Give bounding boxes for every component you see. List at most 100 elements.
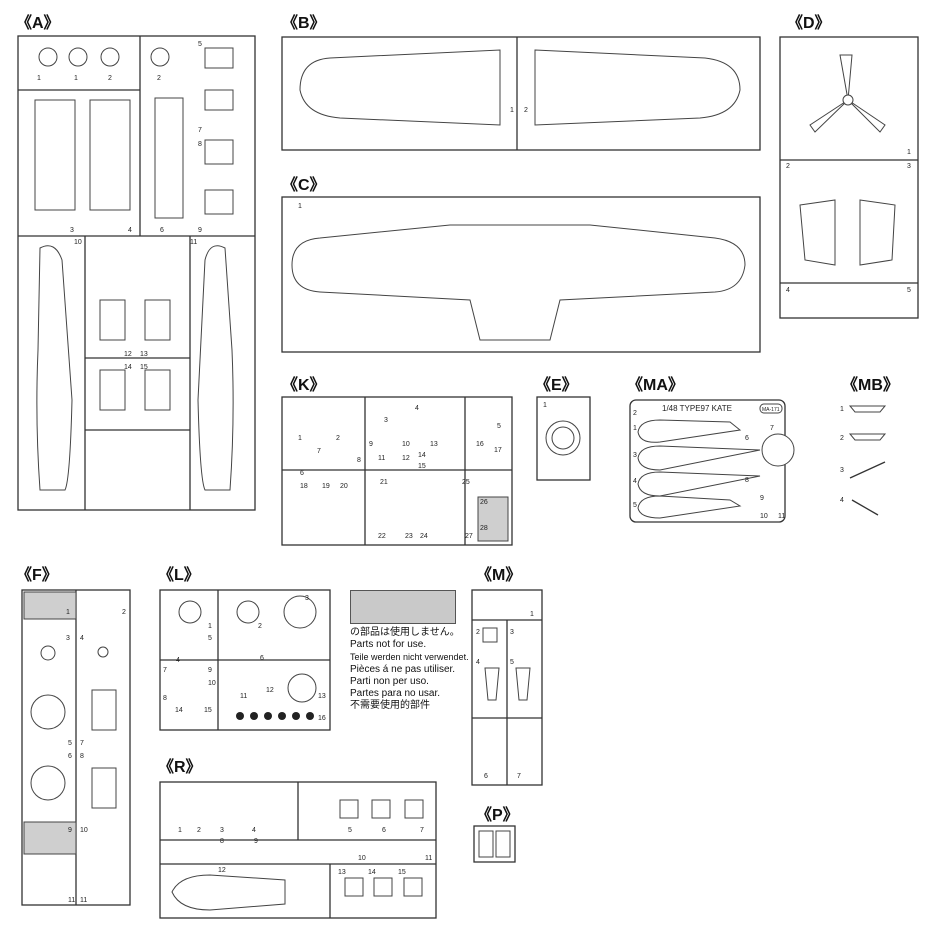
part-number: 7 [198, 127, 202, 134]
part-number: 6 [68, 753, 72, 760]
part-number: 1 [530, 611, 534, 618]
part-number: 2 [197, 827, 201, 834]
part-number: 10 [760, 513, 768, 520]
sprue-l-label: 《L》 [158, 566, 200, 584]
sprue-r-label: 《R》 [158, 758, 202, 776]
part-number: 16 [318, 715, 326, 722]
part-number: 6 [300, 470, 304, 477]
part-number: 1 [37, 75, 41, 82]
sprue-p-label: 《P》 [476, 806, 519, 824]
part-number: 8 [220, 838, 224, 845]
part-number: 10 [74, 239, 82, 246]
part-number: 9 [68, 827, 72, 834]
part-number: 10 [358, 855, 366, 862]
part-number: 3 [840, 467, 844, 474]
part-number: 12 [124, 351, 132, 358]
l-wheel-row [236, 712, 314, 720]
part-number: 7 [163, 667, 167, 674]
part-number: 11 [240, 693, 247, 700]
part-number: 17 [494, 447, 502, 454]
part-number: 8 [163, 695, 167, 702]
legend-line-es: Partes para no usar. [350, 688, 441, 700]
legend-line-ja: の部品は使用しません。 [350, 627, 460, 638]
legend-line-it: Parti non per uso. [350, 675, 429, 687]
part-number: 6 [382, 827, 386, 834]
part-number: 23 [405, 533, 413, 540]
part-number: 12 [402, 455, 410, 462]
part-number: 14 [418, 452, 426, 459]
part-number: 4 [415, 405, 419, 412]
sprue-ma-label: 《MA》 [627, 376, 684, 394]
part-number: 4 [128, 227, 132, 234]
part-number: 19 [322, 483, 330, 490]
part-number: 4 [252, 827, 256, 834]
part-number: 5 [907, 287, 911, 294]
sprue-c-label: 《C》 [282, 176, 326, 194]
part-number: 15 [418, 463, 426, 470]
part-number: 1 [543, 402, 547, 409]
sprue-mb-label: 《MB》 [842, 376, 899, 394]
part-number: 5 [198, 41, 202, 48]
part-number: 4 [840, 497, 844, 504]
part-number: 2 [108, 75, 112, 82]
part-number: 1 [208, 623, 212, 630]
part-number: 13 [338, 869, 346, 876]
legend-line-en: Parts not for use. [350, 639, 427, 651]
part-number: 6 [260, 655, 264, 662]
part-number: 9 [369, 441, 373, 448]
part-number: 5 [68, 740, 72, 747]
part-number: 9 [208, 667, 212, 674]
part-number: 16 [476, 441, 484, 448]
part-number: 10 [208, 680, 216, 687]
part-number: 12 [266, 687, 274, 694]
part-number: 14 [175, 707, 183, 714]
part-number: 2 [840, 435, 844, 442]
part-number: 7 [420, 827, 424, 834]
part-number: 11 [425, 855, 432, 862]
part-number: 9 [254, 838, 258, 845]
part-number: 6 [745, 435, 749, 442]
part-number: 2 [633, 410, 637, 417]
part-number: 10 [80, 827, 88, 834]
part-number: 1 [633, 425, 637, 432]
part-number: 24 [420, 533, 428, 540]
legend-line-fr: Pièces á ne pas utiliser. [350, 663, 456, 675]
sprue-f-label: 《F》 [16, 566, 58, 584]
part-number: 25 [462, 479, 470, 486]
part-number: 4 [80, 635, 84, 642]
part-number: 18 [300, 483, 308, 490]
part-number: 1/48 TYPE97 KATE [662, 404, 732, 413]
part-number: 15 [204, 707, 212, 714]
part-number: 4 [176, 657, 180, 664]
part-number: 5 [208, 635, 212, 642]
part-number: 11 [378, 455, 385, 462]
part-number: 8 [198, 141, 202, 148]
part-number: 4 [786, 287, 790, 294]
part-number: 5 [497, 423, 501, 430]
part-number: 11 [190, 239, 197, 246]
part-number: 3 [220, 827, 224, 834]
part-number: 27 [465, 533, 473, 540]
part-number: 6 [160, 227, 164, 234]
part-number: 26 [480, 499, 488, 506]
part-number: 1 [907, 149, 911, 156]
part-number: 2 [786, 163, 790, 170]
part-number: 3 [633, 452, 637, 459]
part-number: 11 [68, 897, 75, 904]
sprue-e-label: 《E》 [535, 376, 578, 394]
part-number: 2 [524, 107, 528, 114]
legend-line-de: Teile werden nicht verwendet. [350, 652, 469, 663]
part-number: 1 [66, 609, 70, 616]
part-number: 4 [476, 659, 480, 666]
part-number: 15 [140, 364, 148, 371]
sprue-m-label: 《M》 [476, 566, 521, 584]
sprue-e: 《E》 1 [535, 376, 591, 481]
part-number: 22 [378, 533, 386, 540]
part-number: 3 [384, 417, 388, 424]
part-number: 1 [510, 107, 514, 114]
